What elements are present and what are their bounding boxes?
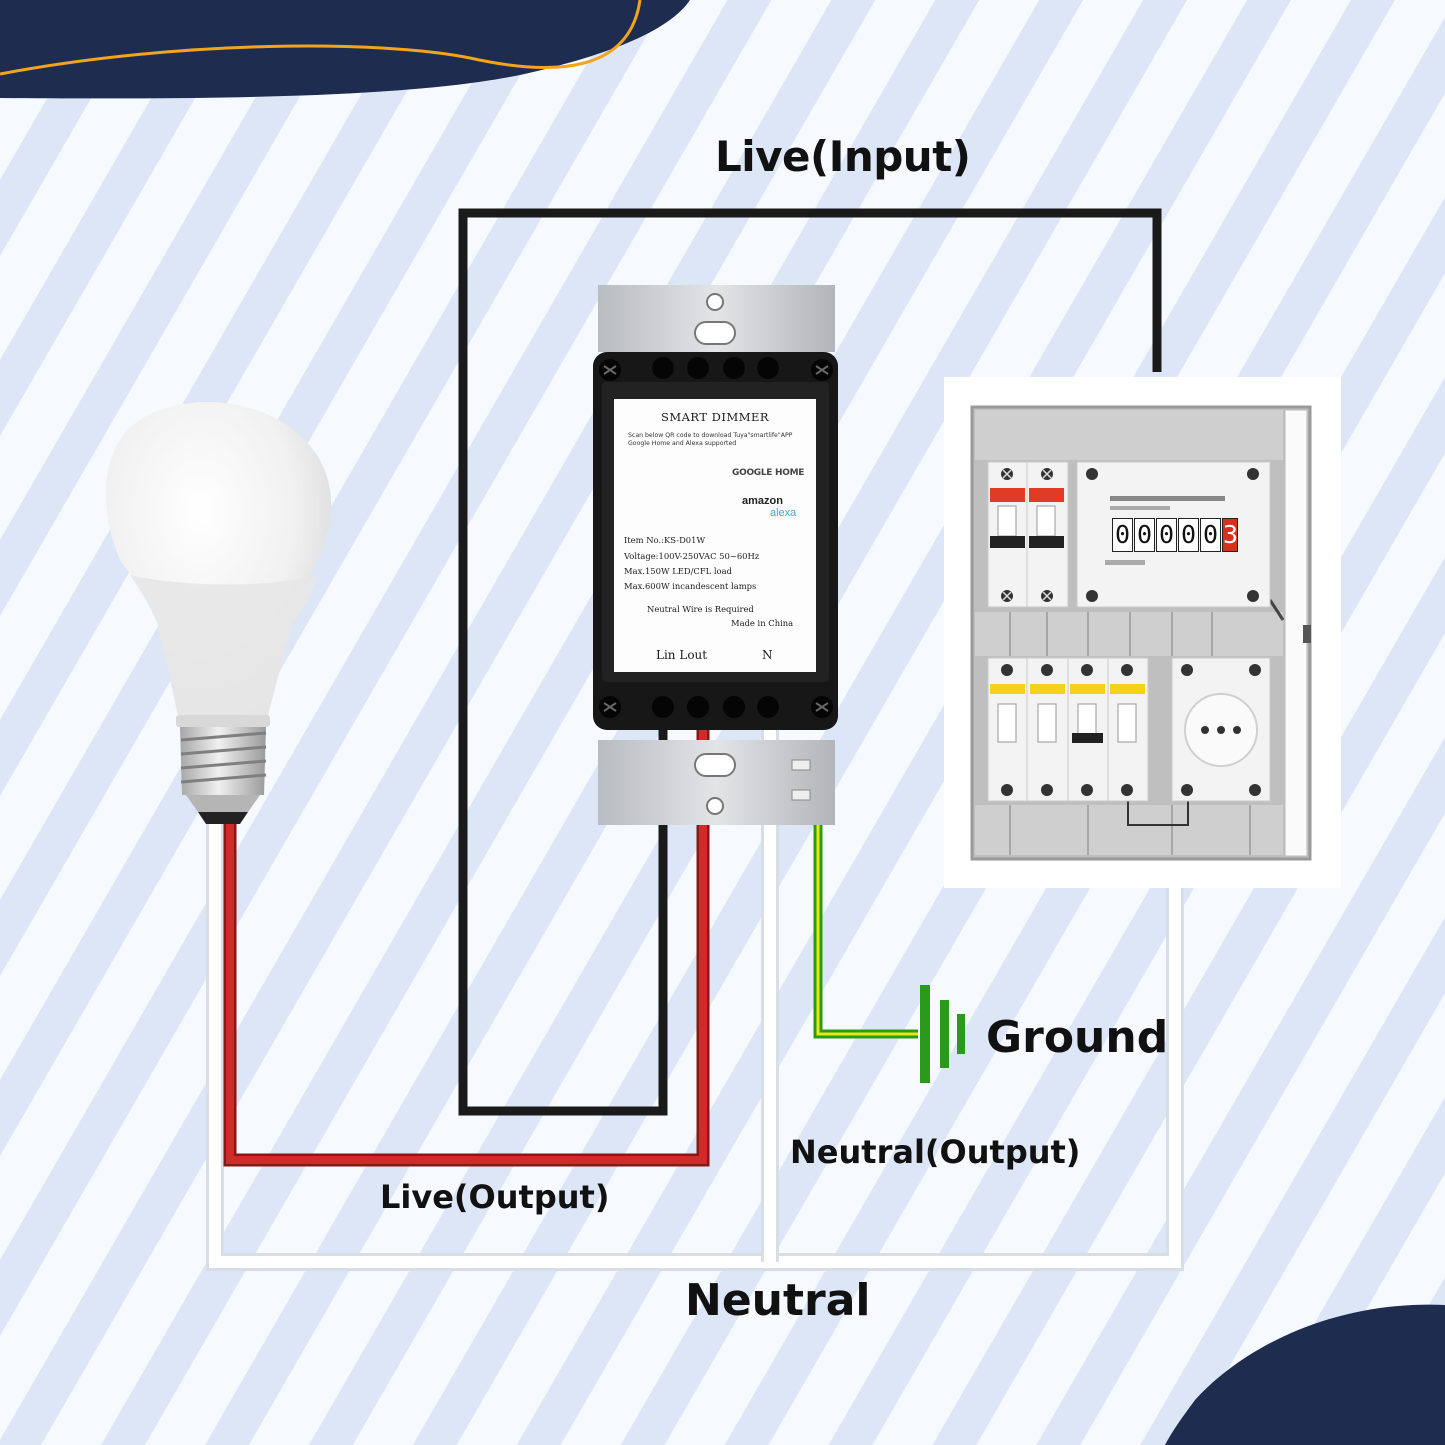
dimmer-made-in: Made in China	[731, 618, 794, 628]
meter-digit: 0	[1178, 518, 1199, 552]
dimmer-title: SMART DIMMER	[660, 410, 770, 424]
meter-digit: 0	[1200, 518, 1221, 552]
power-socket	[1171, 657, 1271, 802]
amazon-label: amazon	[742, 495, 783, 507]
label-live-output: Live(Output)	[380, 1178, 610, 1216]
label-neutral: Neutral	[685, 1275, 871, 1326]
label-live-input: Live(Input)	[715, 132, 971, 181]
meter-digits: 0 0 0 0 0 3	[1112, 518, 1239, 552]
dimmer-terminal-n: N	[762, 648, 773, 662]
dimmer-spec-incandescent: Max.600W incandescent lamps	[624, 581, 757, 591]
ground-symbol	[920, 985, 965, 1083]
meter-digit: 0	[1112, 518, 1133, 552]
live-input-wire	[458, 208, 1162, 1116]
dimmer-spec-led: Max.150W LED/CFL load	[624, 566, 732, 576]
light-bulb	[105, 401, 332, 824]
live-output-wire	[223, 700, 710, 1167]
dimmer-warning: Neutral Wire is Required	[647, 604, 754, 614]
corner-top-left	[0, 0, 690, 99]
ground-wire	[813, 740, 918, 1039]
meter-digit: 0	[1156, 518, 1177, 552]
breakers-lower	[987, 657, 1149, 802]
dimmer-spec-voltage: Voltage:100V-250VAC 50~60Hz	[624, 551, 760, 561]
meter-digit: 0	[1134, 518, 1155, 552]
google-home-label: GOOGLE HOME	[732, 468, 805, 478]
label-ground: Ground	[986, 1012, 1169, 1063]
dimmer-mounting-plate	[598, 285, 835, 825]
meter-digit: 3	[1222, 518, 1238, 552]
label-neutral-output: Neutral(Output)	[790, 1133, 1081, 1171]
dimmer-scan-text: Scan below QR code to download Tuya"smar…	[628, 432, 793, 447]
distribution-box	[944, 377, 1341, 888]
dimmer-spec-item: Item No.:KS-D01W	[624, 535, 706, 545]
dimmer-terminal-l: Lin Lout	[656, 648, 708, 662]
dimmer-sticker: SMART DIMMER Scan below QR code to downl…	[614, 399, 816, 672]
corner-bottom-right	[1165, 1304, 1445, 1445]
breakers-upper	[987, 461, 1069, 608]
alexa-label: alexa	[770, 507, 797, 519]
